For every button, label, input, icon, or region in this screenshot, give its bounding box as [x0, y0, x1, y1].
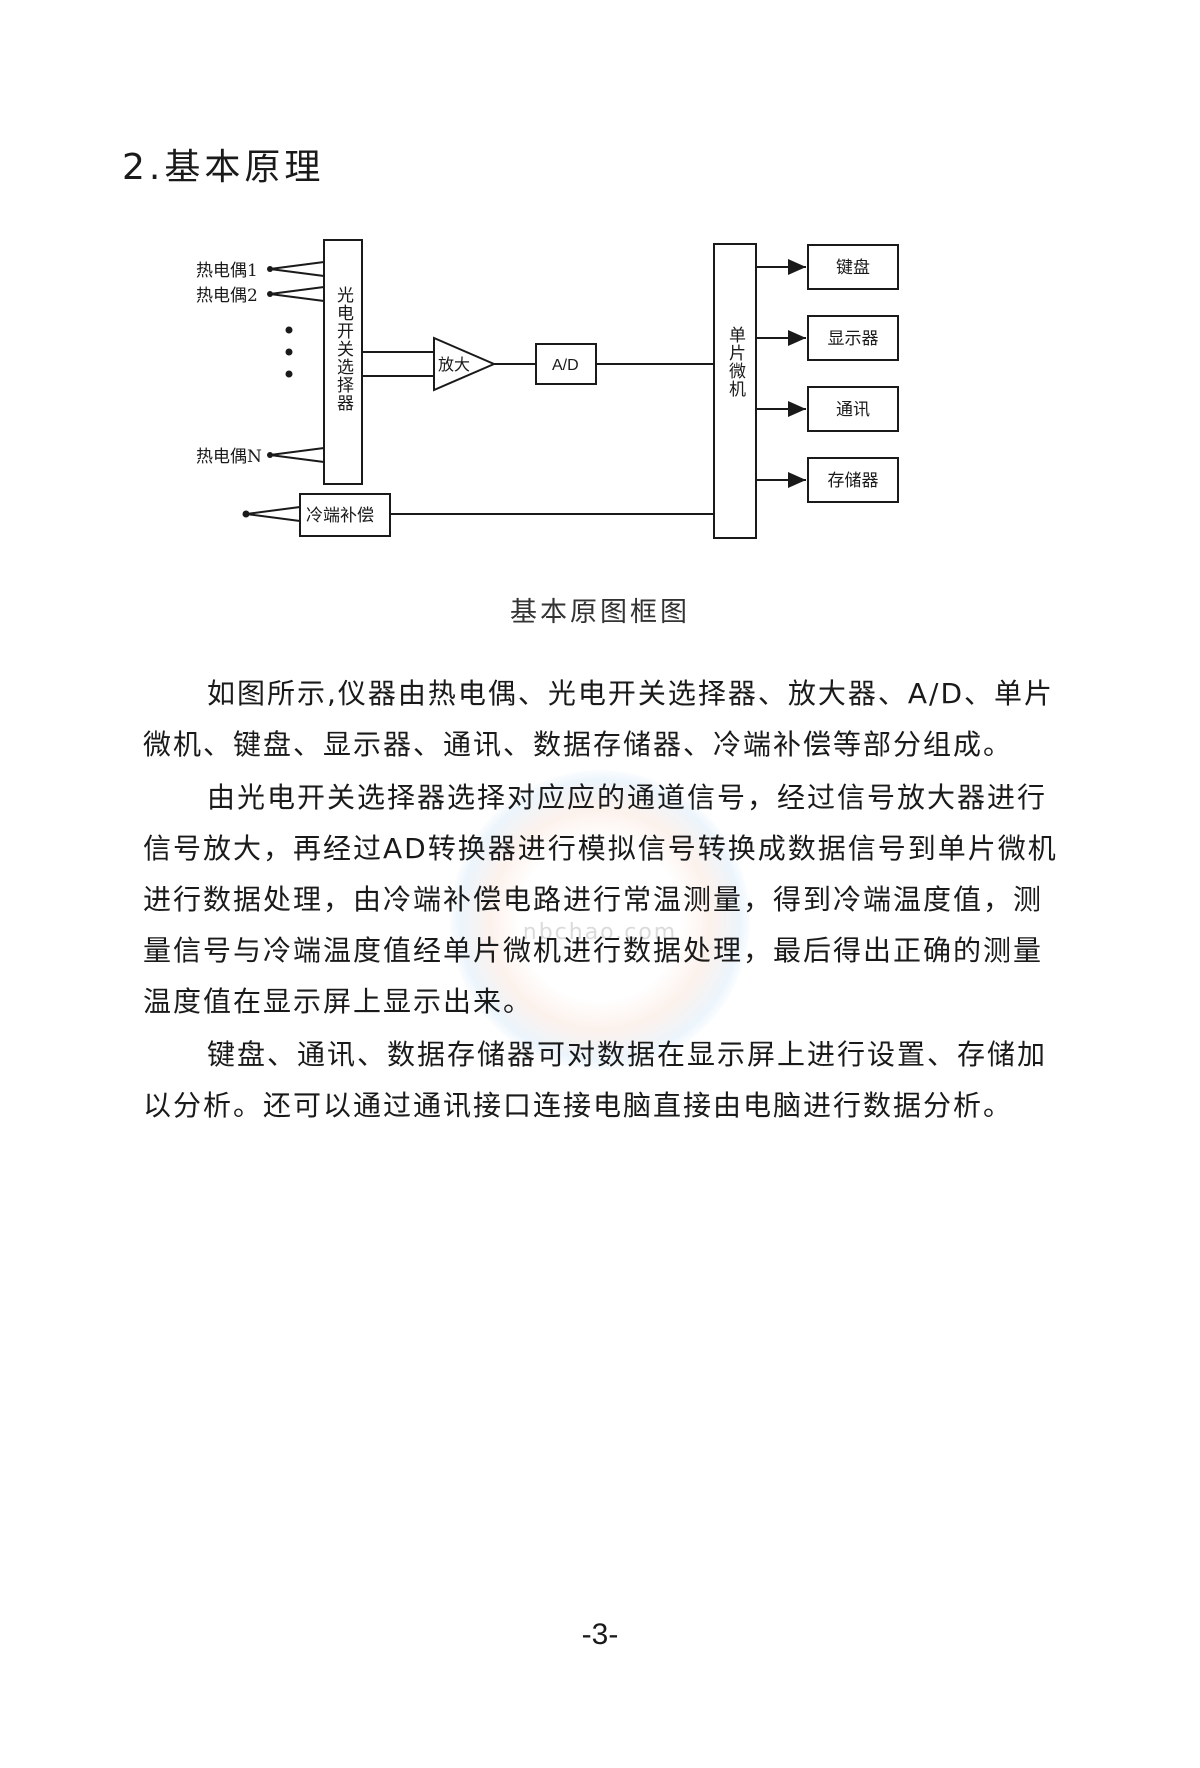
- paragraph-2: 由光电开关选择器选择对应应的通道信号，经过信号放大器进行信号放大，再经过AD转换…: [143, 781, 1058, 1018]
- output-display-label: 显示器: [828, 329, 879, 349]
- thermocouple-n-label: 热电偶N: [196, 447, 262, 467]
- block-diagram: 热电偶1 热电偶2 热电偶N 光电开关选择器 放大 A/D 冷端补偿 单片微机 …: [196, 239, 899, 539]
- diagram-caption: 基本原图框图: [510, 597, 690, 628]
- output-keyboard-label: 键盘: [836, 258, 870, 278]
- amplifier-label: 放大: [438, 355, 470, 374]
- thermocouple-2-label: 热电偶2: [196, 286, 258, 306]
- selector-label: 光电开关选择器: [333, 286, 354, 412]
- output-comm-label: 通讯: [836, 400, 870, 420]
- adc-label: A/D: [552, 357, 579, 374]
- page-number: -3-: [581, 1618, 619, 1651]
- section-heading: 2.基本原理: [122, 147, 325, 188]
- output-storage-label: 存储器: [828, 471, 879, 491]
- paragraph-3: 键盘、通讯、数据存储器可对数据在显示屏上进行设置、存储加以分析。还可以通过通讯接…: [143, 1038, 1048, 1122]
- paragraph-1: 如图所示,仪器由热电偶、光电开关选择器、放大器、A/D、单片微机、键盘、显示器、…: [143, 677, 1055, 761]
- thermocouple-1-label: 热电偶1: [196, 261, 258, 281]
- body-text: 如图所示,仪器由热电偶、光电开关选择器、放大器、A/D、单片微机、键盘、显示器、…: [143, 668, 1063, 1133]
- mcu-label: 单片微机: [725, 326, 746, 398]
- cold-compensation-label: 冷端补偿: [306, 506, 374, 526]
